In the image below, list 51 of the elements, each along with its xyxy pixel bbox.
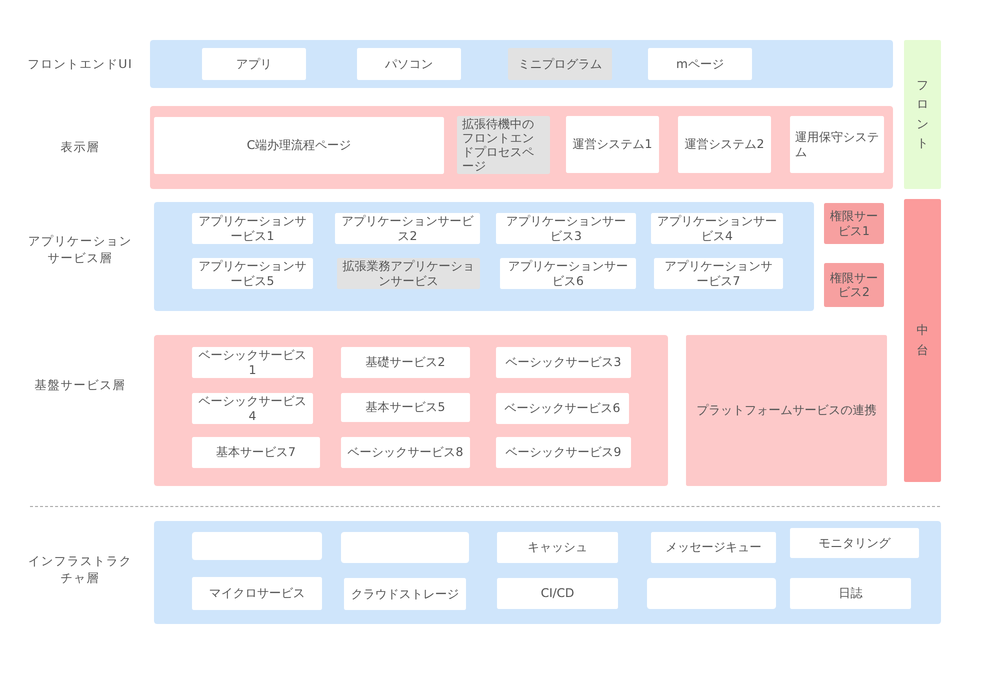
layer-label: フロントエンドUI <box>27 56 133 72</box>
service-box: 基本サービス7 <box>192 437 320 468</box>
service-box: クラウドストレージ <box>344 578 466 610</box>
service-box: アプリケーションサービス1 <box>192 213 313 244</box>
service-box: 基本サービス5 <box>341 393 470 422</box>
service-box: 運営システム2 <box>678 116 771 173</box>
service-box: CI/CD <box>497 578 618 609</box>
layer-label: インフラストラクチャ層 <box>27 553 133 587</box>
service-box: メッセージキュー <box>651 532 776 563</box>
service-box: C端办理流程ページ <box>154 117 444 174</box>
service-box: アプリケーションサービス3 <box>496 213 636 244</box>
service-box: ベーシックサービス4 <box>192 393 313 424</box>
service-box: 権限サービス2 <box>824 263 884 307</box>
layer-panel <box>154 202 814 311</box>
layer-panel <box>150 106 893 189</box>
blank-box <box>647 578 776 609</box>
service-box: 権限サービス1 <box>824 203 884 244</box>
layer-label: アプリケーションサービス層 <box>27 233 133 267</box>
service-box: ベーシックサービス8 <box>341 437 470 468</box>
side-band: フロント <box>904 40 941 189</box>
service-box: ベーシックサービス6 <box>496 393 629 424</box>
side-band: 中台 <box>904 199 941 482</box>
service-box: ベーシックサービス1 <box>192 347 313 378</box>
service-box: 基礎サービス2 <box>341 347 470 378</box>
service-box: キャッシュ <box>497 532 618 563</box>
layer-panel <box>154 521 941 624</box>
service-box: マイクロサービス <box>192 577 322 610</box>
layer-label: 表示層 <box>60 139 100 156</box>
service-box: アプリケーションサービス2 <box>335 213 480 244</box>
service-box: mページ <box>648 48 752 80</box>
blank-box <box>192 532 322 560</box>
service-box: 日誌 <box>790 578 911 609</box>
service-box: 運営システム1 <box>566 116 659 173</box>
service-box: ベーシックサービス3 <box>496 347 631 378</box>
service-box: プラットフォームサービスの連携 <box>686 335 887 486</box>
service-box: 拡張業務アプリケーションサービス <box>337 258 480 289</box>
layer-panel <box>154 335 668 486</box>
service-box: ミニプログラム <box>508 48 612 80</box>
blank-box <box>341 532 469 563</box>
service-box: アプリケーションサービス6 <box>500 258 636 289</box>
layer-panel <box>150 40 893 88</box>
service-box: アプリ <box>202 48 306 80</box>
service-box: 運用保守システム <box>790 116 884 173</box>
service-box: 拡張待機中のフロントエンドプロセスページ <box>457 116 550 174</box>
service-box: アプリケーションサービス4 <box>651 213 783 244</box>
layer-label: 基盤サービス層 <box>34 376 126 394</box>
service-box: モニタリング <box>790 528 919 558</box>
service-box: アプリケーションサービス5 <box>192 258 313 289</box>
service-box: パソコン <box>357 48 461 80</box>
service-box: ベーシックサービス9 <box>496 437 631 468</box>
service-box: アプリケーションサービス7 <box>654 258 783 289</box>
